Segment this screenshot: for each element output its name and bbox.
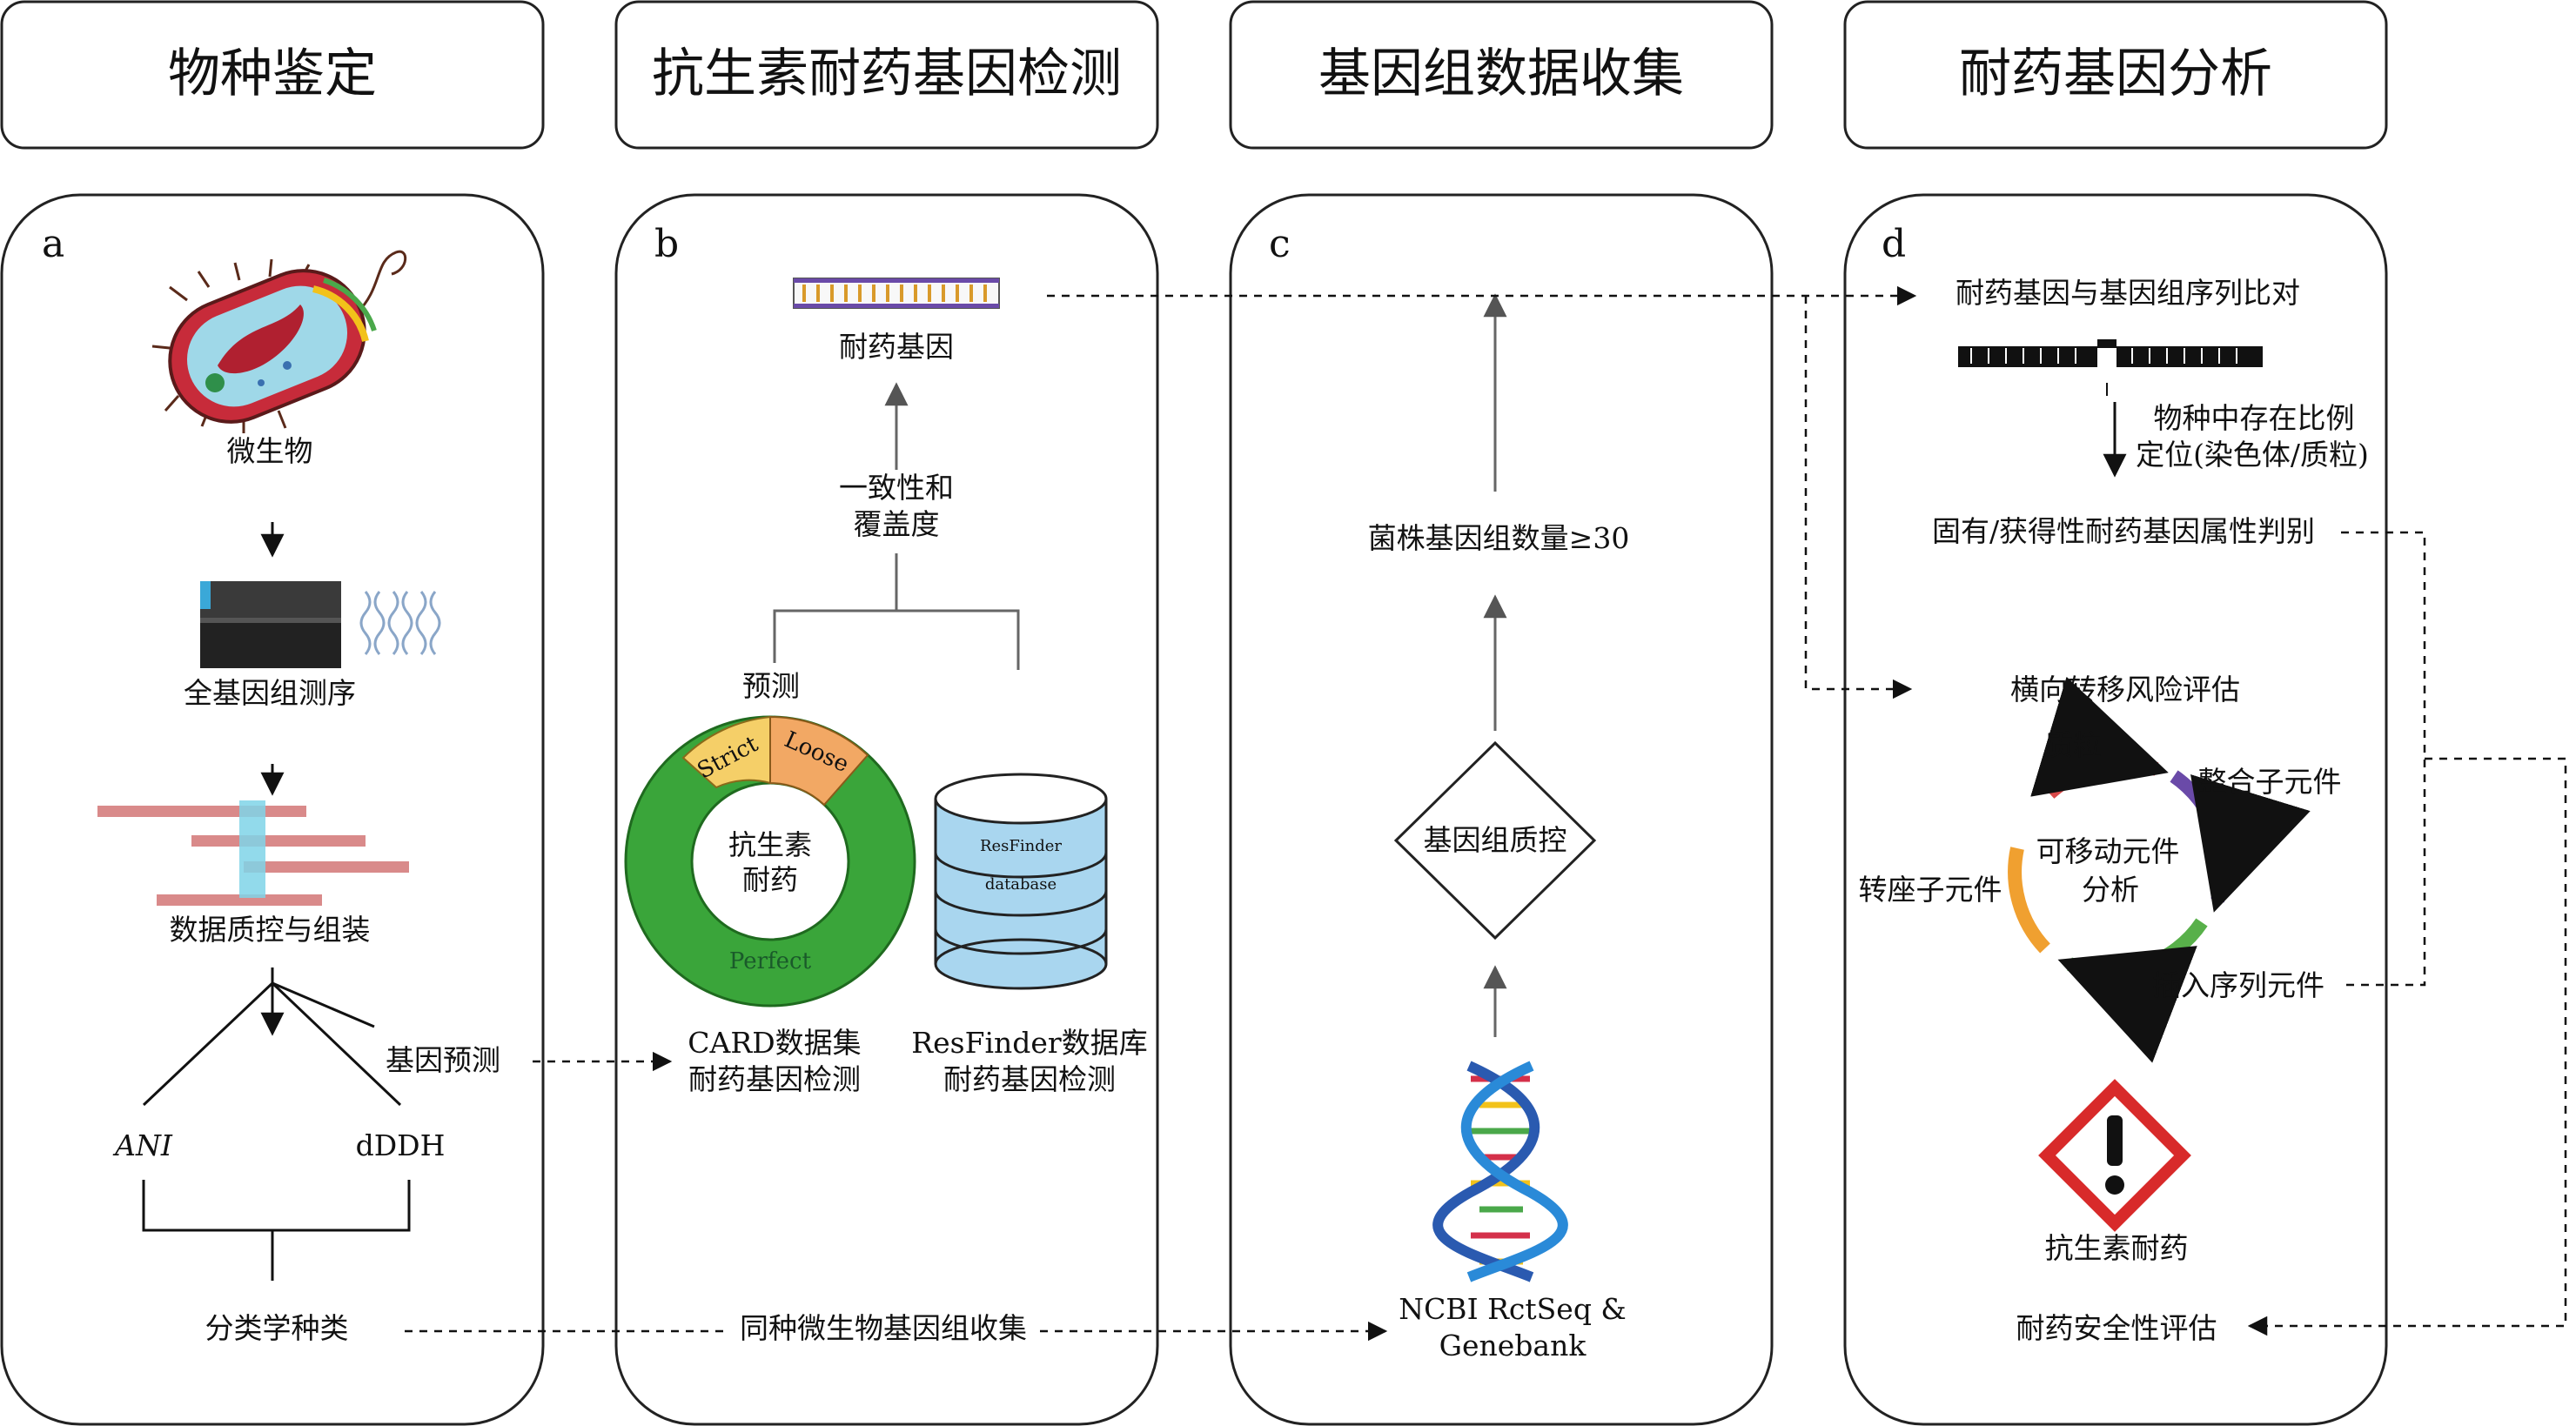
- microbe-label: 微生物: [227, 434, 313, 468]
- transposon-arrow: [2008, 847, 2050, 954]
- mge-cycle: 可移动元件 分析: [2008, 676, 2311, 1063]
- transposon-label: 转座子元件: [1859, 873, 2002, 907]
- panel-letter-c: c: [1269, 222, 1291, 266]
- database-label-1: ResFinder: [980, 837, 1062, 855]
- donut-center-label-1: 抗生素: [728, 828, 812, 861]
- panel-letter-a: a: [42, 222, 64, 266]
- plasmid-arrow: [2030, 676, 2169, 800]
- card-label-1: CARD数据集: [688, 1026, 861, 1060]
- arg-sequence-icon: [793, 278, 1000, 309]
- ratio-label-2: 定位(染色体/质粒): [2136, 438, 2369, 472]
- prediction-bracket: [773, 609, 1020, 670]
- ncbi-label-2: Genebank: [1439, 1329, 1587, 1362]
- donut-center-label-2: 耐药: [742, 863, 798, 896]
- header-species: 物种鉴定: [168, 44, 377, 104]
- resfinder-label-1: ResFinder数据库: [911, 1026, 1147, 1060]
- ncbi-label-1: NCBI RctSeq &: [1399, 1292, 1627, 1326]
- connector-intrinsic-insertion: [2339, 531, 2426, 987]
- branch-to-ani: [142, 981, 274, 1107]
- mge-label-2: 分析: [2082, 873, 2139, 907]
- header-box-genome: [1229, 0, 1774, 150]
- bacterium-icon: [151, 250, 407, 433]
- database-label-2: database: [985, 875, 1057, 894]
- insertion-label: 插入序列元件: [2152, 968, 2324, 1002]
- panel-letter-d: d: [1882, 222, 1906, 266]
- intrinsic-label: 固有/获得性耐药基因属性判别: [1932, 514, 2315, 548]
- predict-label: 预测: [742, 669, 800, 703]
- insertion-arrow: [2057, 918, 2208, 1063]
- same-species-label: 同种微生物基因组收集: [740, 1311, 1027, 1345]
- sequence-alignment-icon: [1958, 339, 2263, 396]
- integron-label: 整合子元件: [2198, 765, 2342, 799]
- header-box-arg: [614, 0, 1159, 150]
- taxonomy-label: 分类学种类: [205, 1311, 349, 1345]
- ratio-label-1: 物种中存在比例: [2154, 401, 2355, 435]
- header-genome-collection: 基因组数据收集: [1318, 44, 1684, 104]
- wgs-label: 全基因组测序: [184, 676, 356, 710]
- perfect-label: Perfect: [729, 948, 812, 974]
- connector-to-hgt: [1804, 296, 1913, 700]
- header-arg-detection: 抗生素耐药基因检测: [652, 44, 1122, 104]
- loose-segment: [769, 715, 869, 807]
- sequencer-icon: [200, 581, 341, 668]
- genome-qc-diamond: [1393, 740, 1597, 941]
- branch-to-gene-prediction: [272, 981, 375, 1028]
- header-arg-analysis: 耐药基因分析: [1959, 44, 2272, 104]
- strain-count-label: 菌株基因组数量≥30: [1368, 521, 1630, 555]
- hgt-label: 横向转移风险评估: [2010, 673, 2240, 706]
- hazard-icon: [2038, 1079, 2191, 1232]
- database-icon: ResFinder database: [934, 773, 1108, 990]
- alignment-label: 耐药基因与基因组序列比对: [1955, 276, 2300, 310]
- header-box-species: [0, 0, 545, 150]
- card-label-2: 耐药基因检测: [688, 1062, 861, 1096]
- identity-label-1: 一致性和: [839, 471, 954, 505]
- qc-assembly-label: 数据质控与组装: [170, 913, 371, 947]
- mge-label-1: 可移动元件: [2036, 834, 2180, 868]
- header-box-analysis: [1843, 0, 2388, 150]
- bracket-ani-dddh: [142, 1180, 411, 1232]
- integron-arrow: [2170, 770, 2311, 913]
- header-row: 物种鉴定 抗生素耐药基因检测 基因组数据收集 耐药基因分析: [0, 0, 2388, 150]
- dddh-label: dDDH: [356, 1128, 446, 1162]
- plasmid-label: 质粒: [2044, 728, 2102, 762]
- card-donut-chart: Strict Loose Perfect 抗生素 耐药: [624, 715, 916, 1008]
- panel-letter-b: b: [654, 222, 679, 266]
- safety-label: 耐药安全性评估: [2016, 1311, 2217, 1345]
- arg-label: 耐药基因: [839, 330, 954, 364]
- dna-reads-icon: [359, 591, 441, 655]
- gene-prediction-label: 基因预测: [386, 1043, 500, 1077]
- read-assembly-icon: [97, 800, 409, 906]
- identity-label-2: 覆盖度: [854, 507, 940, 541]
- genome-qc-label: 基因组质控: [1424, 823, 1567, 857]
- dna-helix-icon: [1432, 1061, 1568, 1282]
- branch-to-dddh: [271, 981, 402, 1107]
- resfinder-label-2: 耐药基因检测: [943, 1062, 1116, 1096]
- amr-label: 抗生素耐药: [2045, 1231, 2189, 1265]
- panel-d: [1843, 193, 2388, 1426]
- ani-label: ANI: [112, 1128, 173, 1162]
